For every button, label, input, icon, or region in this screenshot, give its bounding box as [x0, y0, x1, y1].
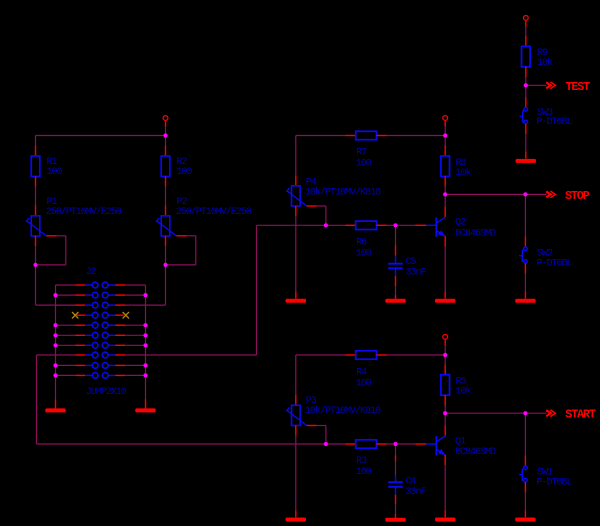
- svg-text:R3: R3: [356, 456, 367, 467]
- svg-text:P-DT6BL: P-DT6BL: [537, 477, 573, 488]
- svg-text:100: 100: [356, 159, 372, 170]
- svg-text:R4: R4: [356, 368, 367, 379]
- svg-text:J2: J2: [86, 267, 97, 278]
- svg-text:100: 100: [356, 378, 372, 389]
- svg-text:10k: 10k: [456, 167, 472, 179]
- svg-text:10k: 10k: [456, 386, 472, 398]
- svg-text:R7: R7: [356, 148, 367, 159]
- svg-text:SW2: SW2: [537, 249, 553, 260]
- svg-text:BC846SMD: BC846SMD: [455, 447, 496, 458]
- svg-text:JUMP2X10: JUMP2X10: [86, 387, 127, 398]
- svg-text:R8: R8: [456, 158, 467, 169]
- svg-text:P1: P1: [47, 197, 58, 208]
- svg-text:Q1: Q1: [455, 437, 466, 448]
- svg-text:TEST: TEST: [566, 80, 591, 94]
- svg-text:P3: P3: [306, 396, 317, 407]
- svg-text:10k/PT10MV/K010: 10k/PT10MV/K010: [305, 187, 381, 199]
- svg-text:Q2: Q2: [455, 218, 466, 229]
- svg-text:START: START: [565, 408, 596, 422]
- svg-text:R9: R9: [537, 48, 548, 59]
- svg-text:P-DT6BL: P-DT6BL: [537, 259, 573, 270]
- svg-text:P2: P2: [177, 197, 188, 208]
- svg-text:10k/PT10MV/K010: 10k/PT10MV/K010: [305, 405, 381, 417]
- svg-text:C5: C5: [406, 257, 417, 268]
- svg-text:10k: 10k: [537, 57, 553, 69]
- svg-text:100: 100: [177, 167, 193, 178]
- svg-text:SW3: SW3: [537, 108, 553, 119]
- svg-text:33nF: 33nF: [406, 267, 427, 278]
- svg-text:BC846SMD: BC846SMD: [455, 228, 496, 239]
- svg-text:STOP: STOP: [565, 189, 590, 203]
- svg-text:R5: R5: [456, 377, 467, 388]
- svg-text:SW1: SW1: [537, 467, 553, 478]
- svg-text:P4: P4: [306, 178, 317, 189]
- svg-text:33nF: 33nF: [406, 487, 427, 498]
- svg-text:P-DT6BL: P-DT6BL: [537, 117, 573, 128]
- svg-text:250/PT10MV/E250: 250/PT10MV/E250: [46, 206, 122, 218]
- svg-text:100: 100: [47, 167, 63, 178]
- svg-text:100: 100: [356, 248, 372, 259]
- svg-text:R2: R2: [177, 157, 188, 168]
- svg-text:250/PT10MV/E250: 250/PT10MV/E250: [176, 206, 252, 218]
- svg-text:R1: R1: [47, 157, 58, 168]
- svg-text:R6: R6: [356, 237, 367, 248]
- svg-text:100: 100: [356, 467, 372, 478]
- svg-text:C4: C4: [406, 476, 417, 487]
